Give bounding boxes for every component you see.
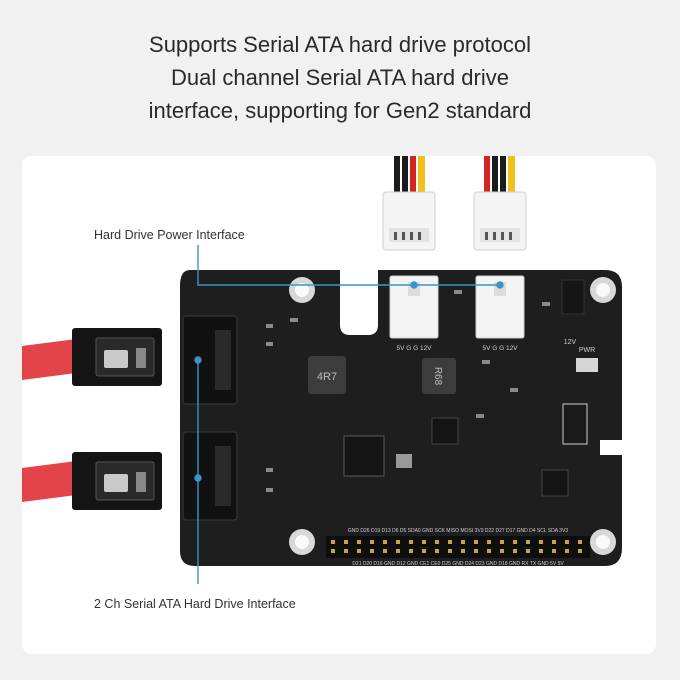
gpio-pin: [383, 549, 387, 553]
gpio-bottom-labels: D21 D20 D16 GND D12 GND CE1 CE0 D25 GND …: [352, 561, 564, 567]
headline: Supports Serial ATA hard drive protocol …: [0, 28, 680, 127]
power-callout-line: [197, 245, 504, 289]
gpio-pin: [448, 540, 452, 544]
gpio-pin: [500, 549, 504, 553]
gpio-pin: [552, 540, 556, 544]
conn1-pin-labels: 5V G G 12V: [396, 345, 432, 352]
sata-callout-line: [194, 356, 202, 584]
gpio-pin: [331, 549, 335, 553]
gpio-pin: [357, 540, 361, 544]
sata-cable-bottom: [22, 452, 162, 510]
inductor-left-label: 4R7: [317, 371, 337, 383]
gpio-pin: [461, 540, 465, 544]
gpio-pin: [565, 540, 569, 544]
power-cable-2: [473, 156, 527, 251]
v12-label: 12V: [564, 339, 577, 346]
headline-line-3: interface, supporting for Gen2 standard: [148, 98, 532, 123]
gpio-pin: [487, 540, 491, 544]
gpio-pin: [383, 540, 387, 544]
gpio-pin: [578, 540, 582, 544]
gpio-pin: [578, 549, 582, 553]
gpio-pin: [409, 540, 413, 544]
gpio-pin: [435, 540, 439, 544]
gpio-pin: [370, 549, 374, 553]
gpio-pin: [552, 549, 556, 553]
gpio-pin: [565, 549, 569, 553]
gpio-pin: [500, 540, 504, 544]
gpio-pin: [539, 549, 543, 553]
gpio-top-labels: GND D26 D19 D13 D6 D5 SDA0 GND SCK MISO …: [348, 528, 568, 534]
gpio-pin: [448, 549, 452, 553]
gpio-pin: [539, 540, 543, 544]
gpio-pin: [435, 549, 439, 553]
sata-cable-top: [22, 328, 162, 386]
power-cable-1: [382, 156, 436, 251]
gpio-pin: [513, 549, 517, 553]
headline-line-1: Supports Serial ATA hard drive protocol: [149, 32, 531, 57]
gpio-pin: [344, 540, 348, 544]
gpio-pin: [370, 540, 374, 544]
gpio-pin: [513, 540, 517, 544]
gpio-pin: [422, 549, 426, 553]
gpio-pin: [357, 549, 361, 553]
gpio-pin: [526, 549, 530, 553]
pcb-board: 4R7 R68 PWR 12V 5V G G 12V 5V G G 12V GN…: [180, 270, 622, 567]
pwr-label: PWR: [579, 347, 595, 354]
inductor-right-label: R68: [432, 367, 443, 386]
gpio-pin: [396, 549, 400, 553]
gpio-pin: [474, 540, 478, 544]
gpio-pin: [487, 549, 491, 553]
gpio-pin: [396, 540, 400, 544]
conn2-pin-labels: 5V G G 12V: [482, 345, 518, 352]
gpio-pin: [526, 540, 530, 544]
gpio-pin: [461, 549, 465, 553]
gpio-pin: [474, 549, 478, 553]
gpio-pin: [331, 540, 335, 544]
sata-interface-callout: 2 Ch Serial ATA Hard Drive Interface: [94, 597, 296, 611]
gpio-pin: [409, 549, 413, 553]
headline-line-2: Dual channel Serial ATA hard drive: [171, 65, 509, 90]
power-interface-callout: Hard Drive Power Interface: [94, 228, 245, 242]
gpio-pin: [422, 540, 426, 544]
gpio-pin: [344, 549, 348, 553]
